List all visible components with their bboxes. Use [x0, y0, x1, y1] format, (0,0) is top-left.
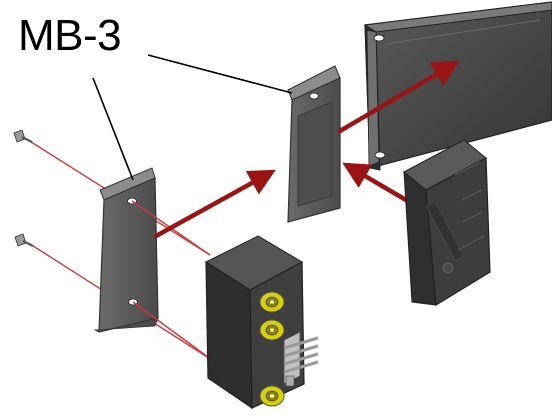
assembly-arrows [153, 60, 460, 239]
leader-line-front-bracket [92, 77, 134, 181]
rack-ear-hole-top [373, 34, 385, 42]
module-cover [403, 139, 491, 307]
front-mounting-bracket [93, 167, 159, 333]
rack-ear-hole-bottom [374, 151, 386, 159]
bnc-connector-icon [259, 291, 285, 313]
callout-leaders [92, 54, 293, 181]
arrow-icon [337, 60, 460, 134]
bnc-connector-icon [259, 319, 285, 341]
terminal-block [283, 331, 319, 387]
rear-mounting-bracket [287, 65, 341, 223]
leader-line-rear-bracket [147, 54, 293, 94]
arrow-icon [342, 162, 409, 203]
bnc-module [204, 235, 319, 410]
callout-label: MB-3 [18, 11, 122, 60]
bnc-connector-icon [259, 385, 285, 407]
screw-upper [13, 129, 33, 143]
screw-lower [14, 233, 34, 247]
arrow-icon [153, 169, 276, 239]
